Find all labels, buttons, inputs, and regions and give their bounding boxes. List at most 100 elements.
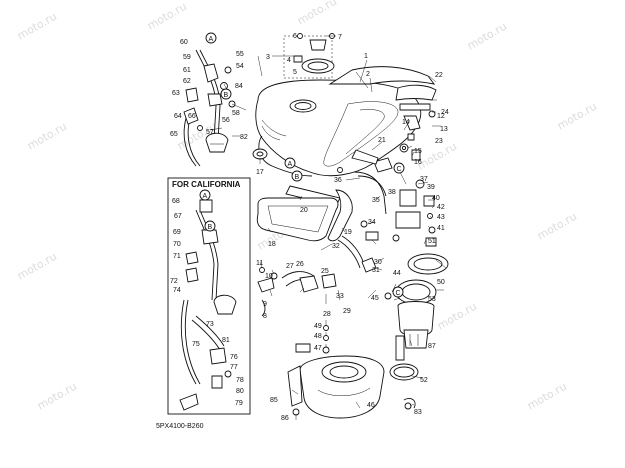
- callout-73: 73: [206, 321, 214, 328]
- callout-79: 79: [235, 400, 243, 407]
- callout-75: 75: [192, 341, 200, 348]
- callout-13: 13: [440, 126, 448, 133]
- washers: [252, 148, 421, 161]
- callout-15: 15: [414, 148, 422, 155]
- callout-69: 69: [173, 229, 181, 236]
- ref-marker-label: C: [396, 290, 401, 297]
- ref-marker-label: A: [209, 36, 214, 43]
- callout-45: 45: [371, 295, 379, 302]
- watermark: moto.ru: [15, 10, 59, 43]
- callout-53: 53: [428, 296, 436, 303]
- callout-49: 49: [314, 323, 322, 330]
- callout-32: 32: [332, 243, 340, 250]
- callout-42: 42: [437, 204, 445, 211]
- callout-37: 37: [420, 176, 428, 183]
- ref-marker-label: C: [397, 166, 402, 173]
- callout-17: 17: [256, 169, 264, 176]
- hose-set: [183, 49, 393, 293]
- callout-61: 61: [183, 67, 191, 74]
- callout-66: 66: [188, 113, 196, 120]
- callout-51: 51: [428, 238, 436, 245]
- callout-25: 25: [321, 268, 329, 275]
- callout-70: 70: [173, 241, 181, 248]
- reference-markers: A A B B C C A B: [199, 32, 405, 298]
- watermark: moto.ru: [145, 0, 189, 33]
- watermark: moto.ru: [35, 380, 79, 413]
- callout-77: 77: [230, 364, 238, 371]
- callout-41: 41: [437, 225, 445, 232]
- base-plate: [287, 325, 385, 419]
- callout-67: 67: [174, 213, 182, 220]
- callout-62: 62: [183, 78, 191, 85]
- callout-85: 85: [270, 397, 278, 404]
- callout-1: 1: [364, 53, 368, 60]
- watermark: moto.ru: [525, 380, 569, 413]
- callout-34: 34: [368, 219, 376, 226]
- callout-82: 82: [240, 134, 248, 141]
- callout-48: 48: [314, 333, 322, 340]
- ref-marker-a: [205, 32, 217, 44]
- callout-31: 31: [372, 267, 380, 274]
- callout-35: 35: [372, 197, 380, 204]
- callout-9: 9: [263, 301, 267, 308]
- callout-21: 21: [378, 137, 386, 144]
- ref-marker-c: [392, 286, 404, 298]
- callout-83: 83: [414, 409, 422, 416]
- watermark: moto.ru: [25, 120, 69, 153]
- callout-29: 29: [343, 308, 351, 315]
- ref-marker-a: [199, 189, 211, 201]
- callout-54: 54: [236, 63, 244, 70]
- watermark: moto.ru: [535, 210, 579, 243]
- california-callouts: 67 68 69 70 71 72 73 74 75 76 77 78 79 8…: [170, 198, 244, 407]
- watermark: moto.ru: [15, 250, 59, 283]
- watermark: moto.ru: [295, 0, 339, 28]
- filler-cap-assembly: [283, 33, 335, 79]
- ref-marker-label: B: [224, 92, 229, 99]
- callout-86: 86: [281, 415, 289, 422]
- callout-6: 6: [293, 33, 297, 40]
- petcock-assembly: [183, 63, 236, 153]
- callout-46: 46: [367, 402, 375, 409]
- callout-4: 4: [287, 57, 291, 64]
- callout-23: 23: [435, 138, 443, 145]
- callout-12: 12: [437, 113, 445, 120]
- callout-87: 87: [428, 343, 436, 350]
- watermark: moto.ru: [465, 20, 509, 53]
- callout-7: 7: [338, 34, 342, 41]
- callout-57: 57: [206, 129, 214, 136]
- callout-65: 65: [170, 131, 178, 138]
- callout-78: 78: [236, 377, 244, 384]
- callout-43: 43: [437, 214, 445, 221]
- ref-marker-a: [284, 157, 296, 169]
- ref-marker-b: [291, 170, 303, 182]
- california-inset: [167, 177, 251, 415]
- callout-22: 22: [435, 72, 443, 79]
- bracket-parts: [399, 103, 436, 153]
- callout-24: 24: [441, 109, 449, 116]
- callout-3: 3: [266, 54, 270, 61]
- callout-33: 33: [336, 293, 344, 300]
- ref-marker-label: B: [295, 174, 300, 181]
- callout-63: 63: [172, 90, 180, 97]
- callout-84: 84: [235, 83, 243, 90]
- leader-lines: [209, 35, 447, 420]
- watermark: moto.ru: [435, 300, 479, 333]
- callout-5: 5: [293, 69, 297, 76]
- ref-marker-label: B: [208, 224, 213, 231]
- diagram-code: 5PX4100-B260: [156, 423, 204, 430]
- side-cover: [328, 66, 437, 101]
- callout-14: 14: [402, 119, 410, 126]
- callout-36: 36: [334, 177, 342, 184]
- callout-55: 55: [236, 51, 244, 58]
- callout-59: 59: [183, 54, 191, 61]
- callout-38: 38: [388, 189, 396, 196]
- callout-80: 80: [236, 388, 244, 395]
- inset-title: FOR CALIFORNIA: [172, 180, 241, 189]
- callout-8: 8: [263, 313, 267, 320]
- callout-72: 72: [170, 278, 178, 285]
- callout-10: 10: [265, 273, 273, 280]
- callout-30: 30: [374, 259, 382, 266]
- callout-52: 52: [420, 377, 428, 384]
- callout-56: 56: [222, 117, 230, 124]
- ref-marker-label: A: [288, 161, 293, 168]
